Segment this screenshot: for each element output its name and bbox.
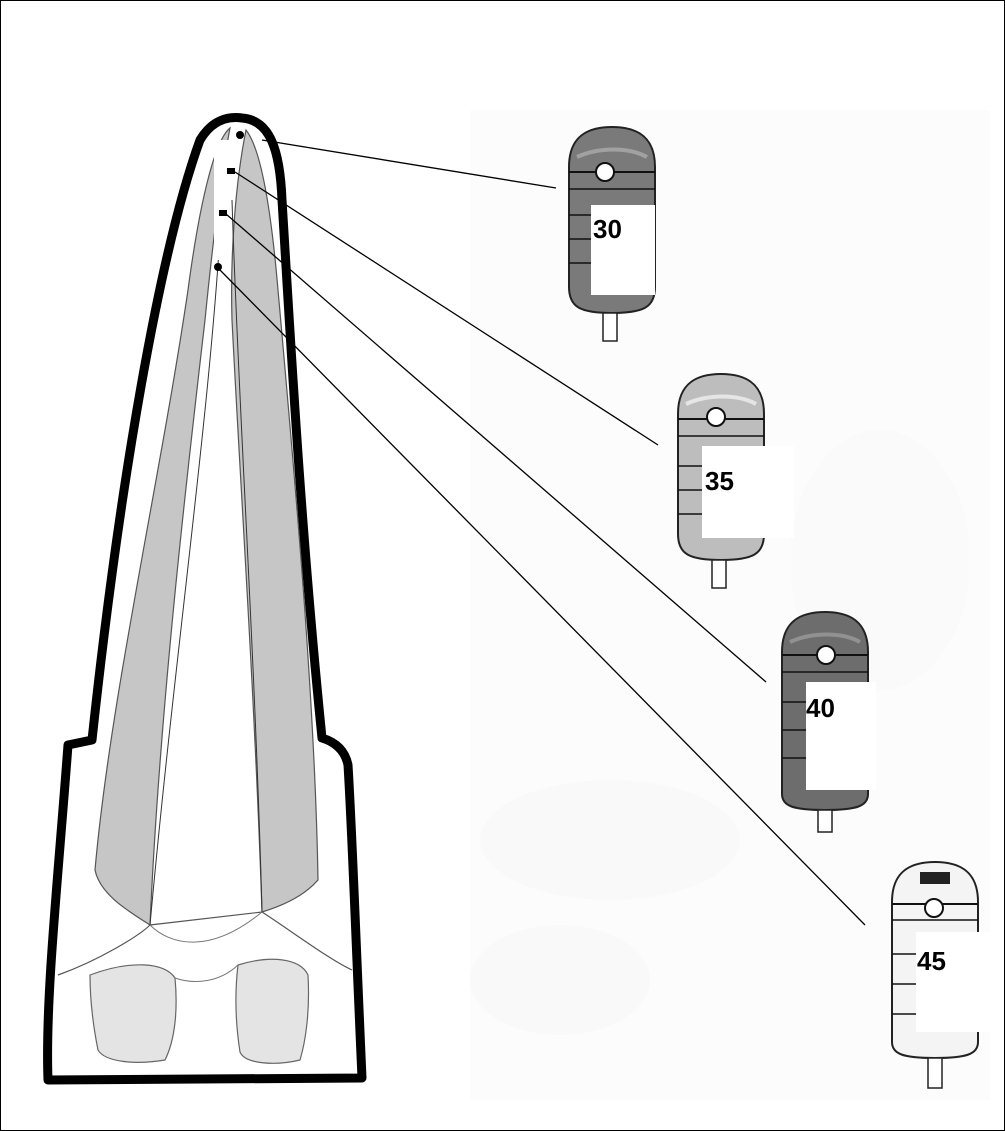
apex-canal [214, 140, 230, 260]
file-handle-30: 30 [569, 127, 655, 341]
apex-mark-2 [227, 168, 235, 174]
apex-mark-3 [219, 210, 227, 216]
file-shaft [712, 560, 726, 588]
handle-cap-mark [920, 872, 950, 884]
file-size-label-45: 45 [917, 946, 946, 976]
crown-cusp-right [236, 959, 309, 1063]
file-size-label-40: 40 [806, 693, 835, 723]
file-size-label-30: 30 [593, 214, 622, 244]
tooth [48, 118, 362, 1080]
apex-point-4 [214, 263, 222, 271]
handle-hole [707, 408, 725, 426]
file-shaft [818, 810, 832, 832]
crown-cusp-left [90, 965, 176, 1063]
file-shaft [603, 313, 617, 341]
handle-hole [596, 163, 614, 181]
file-shaft [928, 1058, 942, 1088]
file-handle-40: 40 [782, 612, 876, 832]
apex-point-1 [236, 131, 244, 139]
handle-hole [925, 899, 943, 917]
file-size-label-35: 35 [705, 466, 734, 496]
handle-hole [817, 646, 835, 664]
